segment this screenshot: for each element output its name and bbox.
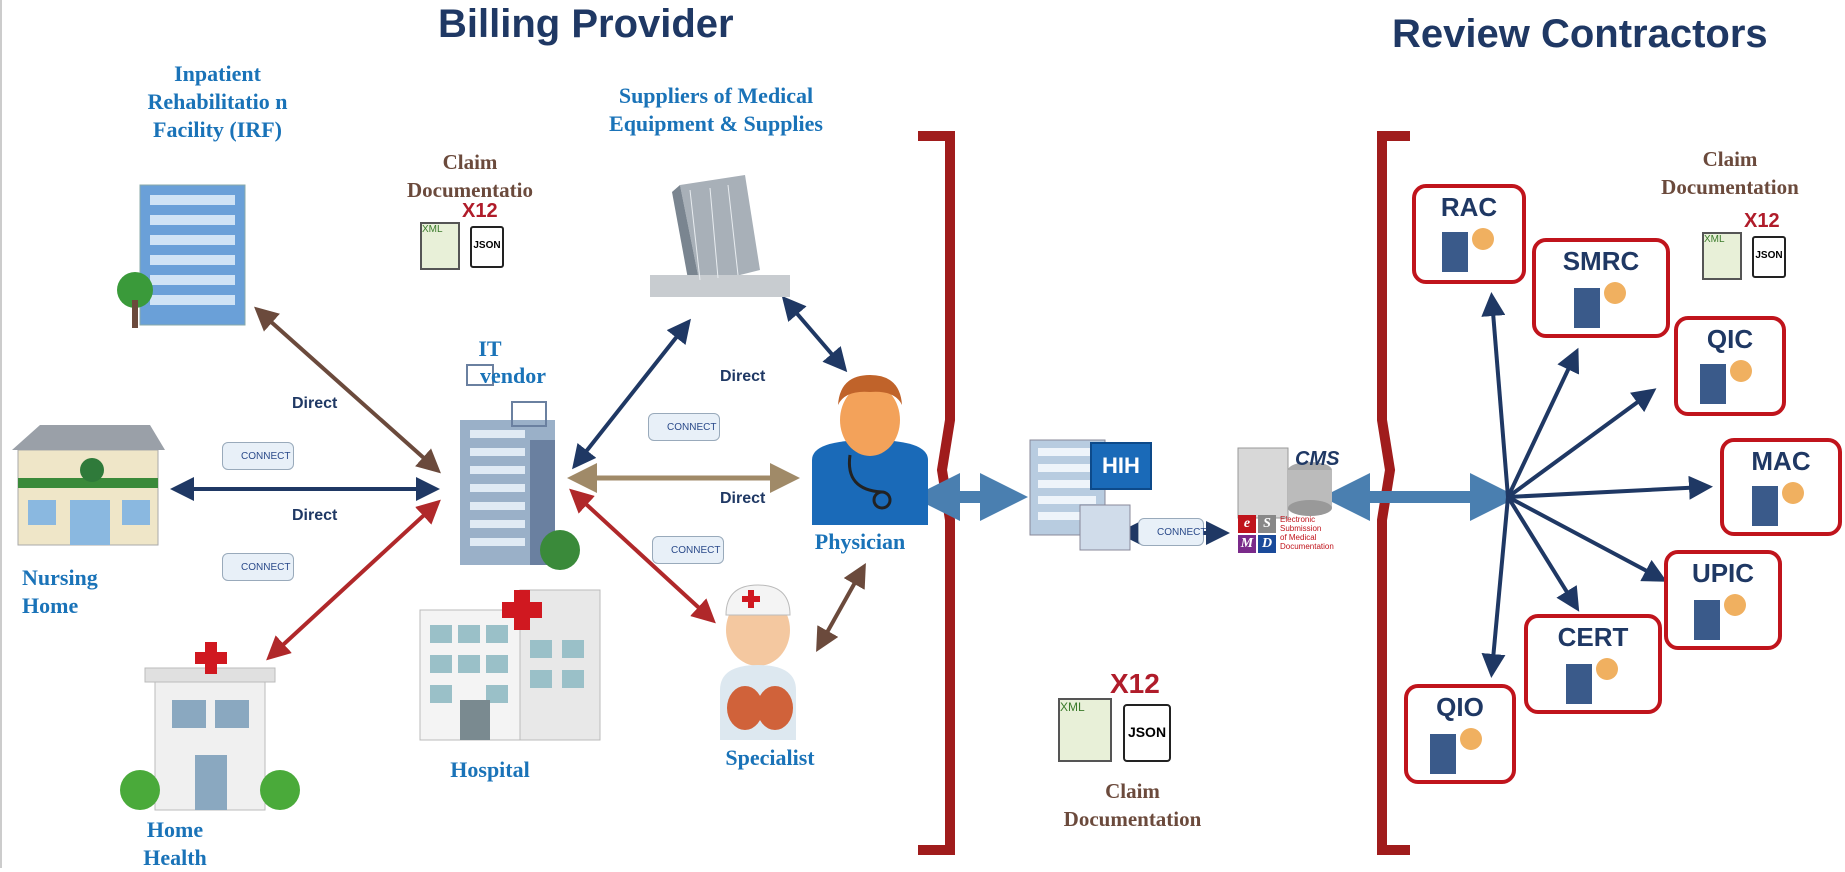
server-icon [1574, 288, 1600, 328]
person-icon [1730, 360, 1752, 382]
claim-doc-right-label: Claim Documentation [1661, 147, 1799, 199]
direct-label: Direct [292, 395, 338, 412]
arrow-hub-rac [1481, 292, 1510, 498]
contractor-mac: MAC [1720, 438, 1842, 536]
hospital-building-icon [419, 589, 601, 741]
arrow-homehealth-it [266, 499, 441, 661]
billing-bracket [918, 131, 955, 855]
arrow-suppliers-physician [781, 295, 848, 373]
arrow-hub-qio [1481, 496, 1510, 678]
esmd-d: D [1258, 535, 1276, 553]
server-icon [1566, 664, 1592, 704]
person-icon [1782, 482, 1804, 504]
xml-file-icon: XML [1058, 698, 1112, 762]
server-icon [1694, 600, 1720, 640]
connect-badge: CONNECT [648, 413, 720, 441]
nursing-home-label: Nursing Home [22, 565, 98, 618]
server-icon [1430, 734, 1456, 774]
arrow-hub-mac [1507, 475, 1713, 500]
contractor-upic: UPIC [1664, 550, 1782, 650]
claim-doc-center-label: Claim Documentation [1063, 779, 1202, 831]
json-file-icon: JSON [470, 226, 504, 268]
billing-provider-heading: Billing Provider [438, 2, 734, 46]
person-icon [1460, 728, 1482, 750]
json-file-icon: JSON [1123, 704, 1171, 762]
arrow-hub-smrc [1506, 347, 1580, 498]
connect-badge: CONNECT [1138, 518, 1206, 546]
arrow-hub-upic [1507, 495, 1668, 582]
person-icon [1724, 594, 1746, 616]
x12-icon: X12 [1744, 210, 1780, 232]
direct-label: Direct [720, 490, 766, 507]
suppliers-building-icon [650, 175, 790, 297]
it-vendor-label-1: IT [478, 336, 502, 361]
arrow-physician-specialist [816, 563, 866, 652]
person-icon [1604, 282, 1626, 304]
nursing-home-icon [12, 425, 165, 546]
direct-label: Direct [292, 507, 338, 524]
contractor-rac: RAC [1412, 184, 1526, 284]
hih-badge: HIH [1090, 442, 1152, 490]
physician-icon [812, 375, 928, 525]
person-icon [1596, 658, 1618, 680]
it-vendor-building-icon [460, 364, 580, 570]
suppliers-label: Suppliers of Medical Equipment & Supplie… [609, 83, 823, 136]
server-icon [1442, 232, 1468, 272]
cms-server-icon [1237, 447, 1332, 519]
x12-icon: X12 [462, 200, 498, 222]
connect-badge: CONNECT [222, 442, 294, 470]
physician-label: Physician [814, 529, 906, 554]
contractor-cert: CERT [1524, 614, 1662, 714]
arrow-it-suppliers [572, 318, 691, 470]
contractor-qic: QIC [1674, 316, 1786, 416]
person-icon [1472, 228, 1494, 250]
irf-building-icon [117, 184, 246, 328]
connect-badge: CONNECT [222, 553, 294, 581]
arrow-hub-qic [1506, 388, 1657, 499]
arrow-hub-cert [1506, 495, 1580, 612]
xml-file-icon: XML [420, 222, 460, 270]
xml-file-icon: XML [1702, 232, 1742, 280]
home-health-label: Home Health [143, 817, 207, 870]
claim-doc-left-label: Claim Documentatio [407, 150, 533, 202]
specialist-label: Specialist [725, 745, 815, 770]
esmd-s: S [1258, 515, 1276, 533]
irf-label: Inpatient Rehabilitatio n Facility (IRF) [147, 61, 288, 142]
hospital-label: Hospital [450, 757, 530, 782]
specialist-icon [720, 584, 796, 740]
esmd-m: M [1238, 535, 1256, 553]
connect-badge: CONNECT [652, 536, 724, 564]
arrow-it-specialist [569, 488, 716, 624]
server-icon [1752, 486, 1778, 526]
it-vendor-label-2: vendor [480, 363, 546, 388]
esmd-text: Electronic Submission of Medical Documen… [1280, 515, 1334, 551]
json-file-icon: JSON [1752, 236, 1786, 278]
contractor-smrc: SMRC [1532, 238, 1670, 338]
esmd-e: e [1238, 515, 1256, 533]
server-icon [1700, 364, 1726, 404]
cms-logo: CMS [1295, 448, 1340, 470]
x12-icon: X12 [1110, 668, 1160, 699]
contractor-qio: QIO [1404, 684, 1516, 784]
review-bracket [1377, 131, 1410, 855]
arrow-irf-it [254, 306, 441, 474]
contractor-arrows [1481, 292, 1713, 678]
review-contractors-heading: Review Contractors [1392, 12, 1768, 56]
home-health-icon [120, 642, 300, 811]
direct-label: Direct [720, 368, 766, 385]
